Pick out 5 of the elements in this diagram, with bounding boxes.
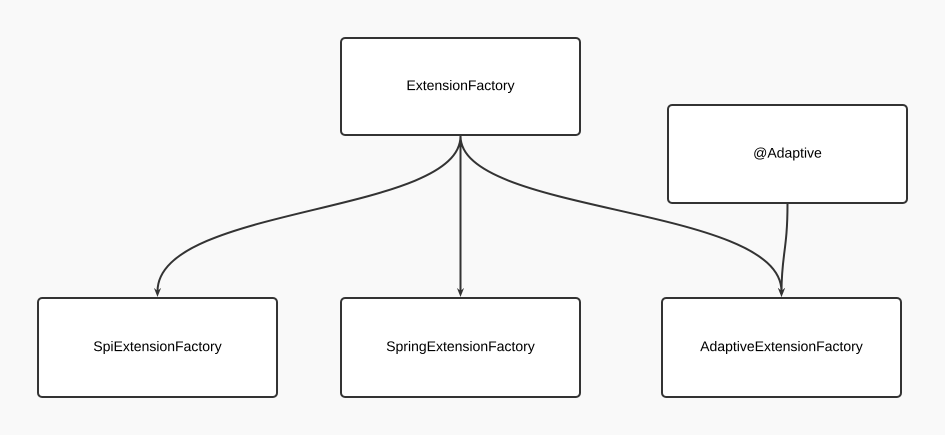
class-box: AdaptiveExtensionFactory	[661, 296, 902, 398]
class-box: SpiExtensionFactory	[37, 296, 278, 398]
class-box: ExtensionFactory	[340, 37, 581, 136]
class-box: SpringExtensionFactory	[340, 296, 581, 398]
class-box: @Adaptive	[667, 104, 908, 204]
